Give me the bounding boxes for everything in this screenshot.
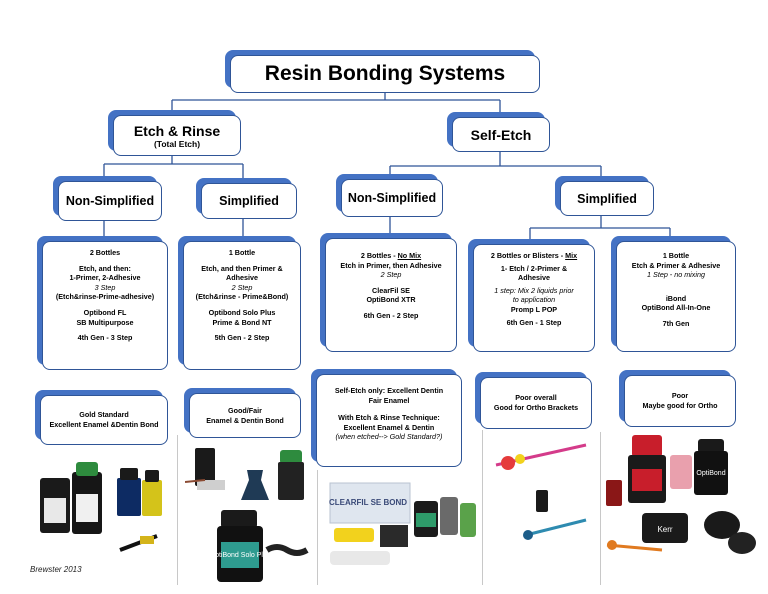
er-simplified-box: Simplified [201, 183, 297, 219]
product-name: Optibond FL [83, 307, 127, 317]
eval-line: Self-Etch only: Excellent Dentin [334, 386, 444, 395]
eval-line: Fair Enamel [368, 395, 410, 405]
se-one-bottle-detail: 1 Bottle Etch & Primer & Adhesive 1 Step… [616, 241, 736, 352]
column-separator [600, 432, 601, 585]
detail-line-part: 2 Bottles or Blisters - [490, 251, 566, 260]
eval-line: Good for Ortho Brackets [493, 403, 579, 412]
eval-line: Maybe good for Ortho [642, 401, 718, 410]
detail-line: 1 Bottle [228, 248, 256, 257]
product-photo-optibond-fl [40, 462, 162, 552]
se-non-simplified-box: Non-Simplified [341, 179, 443, 217]
eval-line: Excellent Enamel & Dentin [343, 422, 435, 432]
self-etch-box: Self-Etch [452, 117, 550, 152]
detail-line: 2 Bottles or Blisters - Mix [478, 251, 590, 261]
detail-line: Adhesive [518, 273, 550, 283]
detail-line: 2 Step [380, 270, 402, 280]
detail-line: Adhesive [226, 273, 258, 283]
se-one-bottle-eval: Poor Maybe good for Ortho [624, 375, 736, 427]
column-separator [177, 435, 178, 585]
detail-line: 1- Etch / 2-Primer & [500, 263, 568, 273]
product-photo-prompt-l-pop [495, 443, 587, 540]
product-name: Optibond Solo Plus [208, 307, 276, 317]
eval-line: Enamel & Dentin Bond [206, 415, 284, 425]
detail-line: Etch, and then: [79, 263, 131, 273]
eval-line: Poor [671, 391, 689, 401]
no-mix-label: No Mix [397, 251, 422, 260]
eval-line: Excellent Enamel &Dentin Bond [49, 420, 159, 429]
column-separator [317, 470, 318, 585]
diagram-title: Resin Bonding Systems [264, 62, 506, 85]
detail-line: 1 Step - no mixing [647, 270, 705, 280]
etch-rinse-sub: (Total Etch) [153, 138, 201, 149]
kerr-label: Kerr [657, 525, 672, 534]
generation-label: 4th Gen - 3 Step [77, 333, 133, 343]
generation-label: 6th Gen - 2 Step [363, 310, 419, 320]
eval-line: Good/Fair [228, 405, 262, 415]
product-name: Promp L POP [510, 304, 558, 314]
eval-line: (when etched--> Gold Standard?) [335, 432, 443, 442]
er-simplified-detail: 1 Bottle Etch, and then Primer & Adhesiv… [183, 241, 301, 370]
etch-rinse-label: Etch & Rinse [133, 122, 221, 139]
er-non-simplified-label: Non-Simplified [65, 194, 155, 208]
detail-line: to application [512, 295, 556, 305]
product-name: OptiBond All-In-One [641, 303, 711, 313]
product-name: SB Multipurpose [76, 317, 134, 327]
product-photo-ibond: OptiBond Kerr [606, 435, 756, 554]
column-separator [482, 430, 483, 585]
product-photo-clearfil: CLEARFIL SE BOND [329, 482, 476, 565]
optibond-bottle-label: OptiBond [696, 470, 725, 477]
detail-line: Etch in Primer, then Adhesive [340, 260, 442, 270]
er-non-simplified-eval: Gold Standard Excellent Enamel &Dentin B… [40, 395, 168, 445]
product-name: OptiBond XTR [366, 295, 416, 305]
detail-line: 2 Bottles [89, 248, 121, 257]
er-non-simplified-detail: 2 Bottles Etch, and then: 1-Primer, 2-Ad… [42, 241, 168, 370]
se-simplified-label: Simplified [577, 191, 637, 206]
detail-line: 2 Bottles - No Mix [330, 251, 452, 261]
eval-line: With Etch & Rinse Technique: [338, 413, 440, 423]
er-simplified-eval: Good/Fair Enamel & Dentin Bond [189, 393, 301, 438]
er-non-simplified-box: Non-Simplified [58, 181, 162, 221]
detail-line: 1 Bottle [662, 251, 690, 260]
clearfil-label: CLEARFIL SE BOND [329, 498, 407, 507]
se-non-simplified-eval: Self-Etch only: Excellent Dentin Fair En… [316, 374, 462, 467]
detail-line: 1 step: Mix 2 liquids prior [494, 285, 574, 295]
generation-label: 7th Gen [662, 318, 690, 328]
detail-line-part: 2 Bottles - [360, 251, 398, 260]
product-name: iBond [665, 293, 687, 303]
se-two-bottle-detail: 2 Bottles or Blisters - Mix 1- Etch / 2-… [473, 244, 595, 352]
se-non-simplified-label: Non-Simplified [347, 191, 437, 205]
self-etch-label: Self-Etch [470, 126, 532, 143]
detail-line: Etch & Primer & Adhesive [631, 260, 721, 270]
diagram-title-box: Resin Bonding Systems [230, 55, 540, 93]
eval-line: Gold Standard [79, 410, 129, 420]
etch-rinse-box: Etch & Rinse (Total Etch) [113, 115, 241, 156]
detail-line: 1-Primer, 2-Adhesive [69, 273, 141, 283]
detail-line: (Etch&rinse - Prime&Bond) [195, 292, 289, 302]
product-name: Prime & Bond NT [212, 317, 272, 327]
detail-line: 2 Step [231, 282, 253, 292]
detail-line: (Etch&rinse-Prime-adhesive) [55, 292, 155, 302]
optibond-solo-label: OptiBond Solo Plus [210, 552, 271, 559]
se-two-bottle-eval: Poor overall Good for Ortho Brackets [480, 377, 592, 429]
generation-label: 5th Gen - 2 Step [214, 333, 270, 343]
detail-line: 3 Step [94, 282, 116, 292]
eval-line: Poor overall [515, 393, 557, 403]
product-photo-optibond-solo: OptiBond Solo Plus [185, 448, 309, 582]
mix-label: Mix [565, 251, 578, 260]
se-non-simplified-detail: 2 Bottles - No Mix Etch in Primer, then … [325, 238, 457, 352]
generation-label: 6th Gen - 1 Step [506, 317, 562, 327]
product-name: ClearFil SE [372, 285, 410, 295]
er-simplified-label: Simplified [219, 194, 279, 208]
credit-text: Brewster 2013 [30, 565, 82, 574]
se-simplified-box: Simplified [560, 181, 654, 216]
detail-line: Etch, and then Primer & [201, 263, 283, 273]
